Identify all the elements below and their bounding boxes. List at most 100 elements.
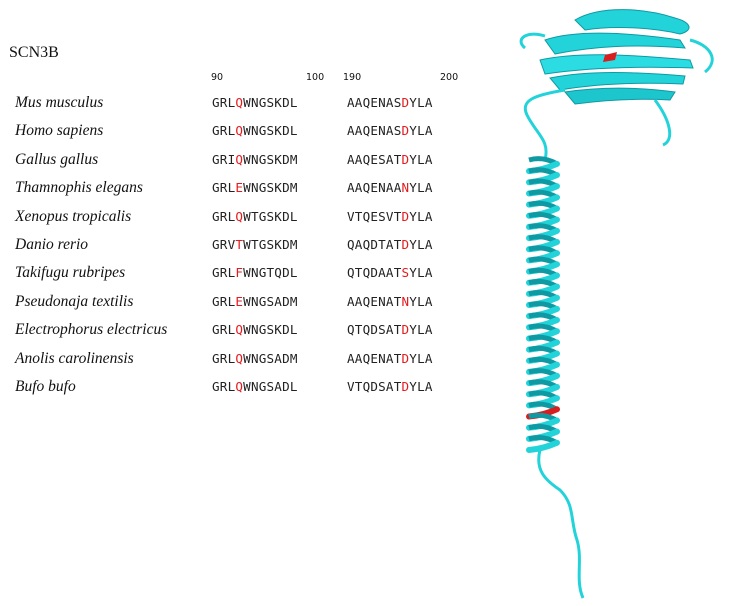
alignment-row: Thamnophis elegans GRLEWNGSKDM AAQENAANYLA (0, 179, 520, 201)
residue-run: WNGTQDL (243, 265, 298, 281)
c-terminal-tail (537, 449, 585, 599)
highlighted-residue: E (235, 180, 244, 196)
helix-coil-front (526, 439, 560, 453)
highlighted-residue: D (401, 123, 410, 139)
residue-run: GRL (212, 322, 236, 338)
highlighted-residue: N (401, 293, 410, 309)
linker-loop (523, 88, 566, 161)
residue-run: YLA (409, 379, 433, 394)
residue-run: YLA (409, 151, 433, 167)
residue-run: AAQENAT (347, 350, 402, 366)
highlighted-residue: T (235, 237, 244, 252)
residue-run: WNGSKDL (243, 322, 298, 338)
species-name: Xenopus tropicalis (15, 207, 132, 225)
sequence-segment-90-100: GRLQWNGSKDL (212, 123, 298, 138)
residue-run: GRL (212, 95, 236, 110)
figure-title: SCN3B (9, 44, 59, 61)
residue-run: AAQENAA (347, 180, 402, 196)
sequence-segment-90-100: GRLQWNGSKDL (212, 322, 298, 337)
highlighted-residue: Q (235, 350, 244, 366)
species-name: Gallus gallus (15, 150, 99, 168)
sequence-segment-90-100: GRLQWTGSKDL (212, 209, 298, 224)
residue-run: AAQENAT (347, 293, 402, 309)
species-name: Takifugu rubripes (15, 264, 126, 282)
sequence-segment-190-200: AAQENASDYLA (347, 123, 433, 138)
highlighted-residue: D (401, 95, 410, 110)
highlighted-residue: F (235, 265, 244, 281)
sequence-segment-190-200: AAQENASDYLA (347, 95, 433, 110)
residue-run: YLA (409, 322, 433, 338)
beta-sheet-domain (519, 9, 714, 147)
residue-run: GRL (212, 123, 236, 139)
sequence-segment-90-100: GRLFWNGTQDL (212, 265, 298, 280)
residue-run: WTGSKDM (243, 237, 298, 252)
alignment-row: Electrophorus electricus GRLQWNGSKDL QTQDS… (0, 321, 520, 343)
residue-run: YLA (409, 265, 433, 281)
species-name: Danio rerio (15, 236, 89, 253)
residue-run: GRL (212, 350, 236, 366)
residue-run: YLA (409, 123, 433, 139)
highlighted-residue: Q (235, 123, 244, 139)
residue-run: GRL (212, 180, 236, 196)
highlighted-residue: D (401, 208, 410, 224)
species-name: Homo sapiens (15, 122, 104, 140)
sequence-segment-190-200: QTQDAATSYLA (347, 265, 433, 280)
residue-run: WNGSADM (243, 293, 298, 309)
sequence-segment-90-100: GRLEWNGSADM (212, 294, 298, 309)
residue-run: GRL (212, 379, 236, 394)
sequence-segment-90-100: GRVTWTGSKDM (212, 237, 298, 252)
residue-run: QTQDSAT (347, 322, 402, 338)
residue-run: QTQDAAT (347, 265, 402, 281)
alignment-row: Danio rerio GRVTWTGSKDM QAQDTATDYLA (0, 236, 520, 258)
highlighted-residue: N (401, 180, 410, 196)
residue-run: VTQESVT (347, 208, 402, 224)
sequence-segment-190-200: AAQESATDYLA (347, 152, 433, 167)
highlighted-residue: Q (235, 379, 244, 394)
alignment-row: Gallus gallus GRIQWNGSKDM AAQESATDYLA (0, 151, 520, 173)
residue-run: YLA (409, 95, 433, 110)
sequence-segment-90-100: GRLQWNGSADM (212, 351, 298, 366)
species-name: Electrophorus electricus (15, 321, 168, 339)
highlighted-residue: D (401, 322, 410, 338)
residue-run: GRV (212, 237, 236, 252)
residue-run: GRL (212, 265, 236, 281)
residue-run: YLA (409, 293, 433, 309)
highlighted-residue: D (401, 379, 410, 394)
sequence-segment-90-100: GRIQWNGSKDM (212, 152, 298, 167)
residue-run: VTQDSAT (347, 379, 402, 394)
highlighted-residue: S (401, 265, 410, 281)
sequence-segment-90-100: GRLEWNGSKDM (212, 180, 298, 195)
position-label-100: 100 (306, 72, 325, 83)
highlighted-residue: D (401, 237, 410, 252)
residue-run: YLA (409, 237, 433, 252)
species-name: Pseudonaja textilis (15, 292, 134, 310)
highlighted-residue: D (401, 151, 410, 167)
sequence-segment-190-200: VTQESVTDYLA (347, 209, 433, 224)
residue-run: YLA (409, 350, 433, 366)
highlighted-residue: Q (235, 151, 244, 167)
sequence-segment-190-200: AAQENATDYLA (347, 351, 433, 366)
highlighted-residue: Q (235, 322, 244, 338)
highlighted-residue: Q (235, 208, 244, 224)
residue-run: WNGSKDM (243, 180, 298, 196)
residue-run: YLA (409, 180, 433, 196)
residue-run: AAQENAS (347, 95, 402, 110)
residue-run: GRI (212, 151, 236, 167)
residue-run: QAQDTAT (347, 237, 402, 252)
alignment-row: Anolis carolinensis GRLQWNGSADM AAQENATDYL… (0, 350, 520, 372)
sequence-segment-90-100: GRLQWNGSADL (212, 379, 298, 394)
species-name: Thamnophis elegans (15, 179, 143, 197)
residue-run: WTGSKDL (243, 208, 298, 224)
residue-run: YLA (409, 208, 433, 224)
sequence-segment-190-200: AAQENAANYLA (347, 180, 433, 195)
residue-run: GRL (212, 293, 236, 309)
position-label-200: 200 (440, 72, 459, 83)
sequence-segment-190-200: QTQDSATDYLA (347, 322, 433, 337)
highlighted-residue: E (235, 293, 244, 309)
residue-run: WNGSADM (243, 350, 298, 366)
residue-run: WNGSKDL (243, 123, 298, 139)
sequence-segment-190-200: VTQDSATDYLA (347, 379, 433, 394)
species-name: Anolis carolinensis (15, 349, 134, 367)
